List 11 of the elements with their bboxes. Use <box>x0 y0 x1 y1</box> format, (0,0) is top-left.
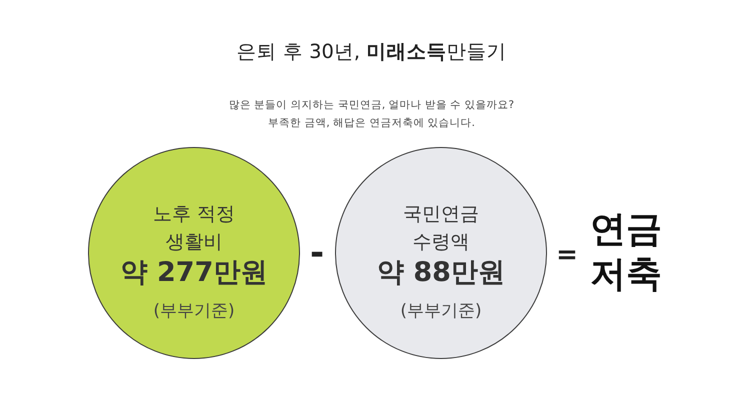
amount-text: 약 88만원 <box>376 257 506 289</box>
circle-heading: 노후 적정 생활비 <box>152 202 236 255</box>
circle-heading: 국민연금 수령액 <box>402 202 480 255</box>
result-text: 연금저축 <box>589 208 663 297</box>
title: 은퇴 후 30년, 미래소득만들기 <box>236 39 506 65</box>
subtitle: 많은 분들이 의지하는 국민연금, 얼마나 받을 수 있을까요? 부족한 금액, 해답은 연금저축에 있습니다. <box>228 98 516 131</box>
note-text: (부부기준) <box>152 300 236 322</box>
note-text: (부부기준) <box>399 300 483 322</box>
equals-sign: = <box>555 239 579 272</box>
minus-sign: - <box>308 233 326 273</box>
amount-text: 약 277만원 <box>120 257 268 289</box>
